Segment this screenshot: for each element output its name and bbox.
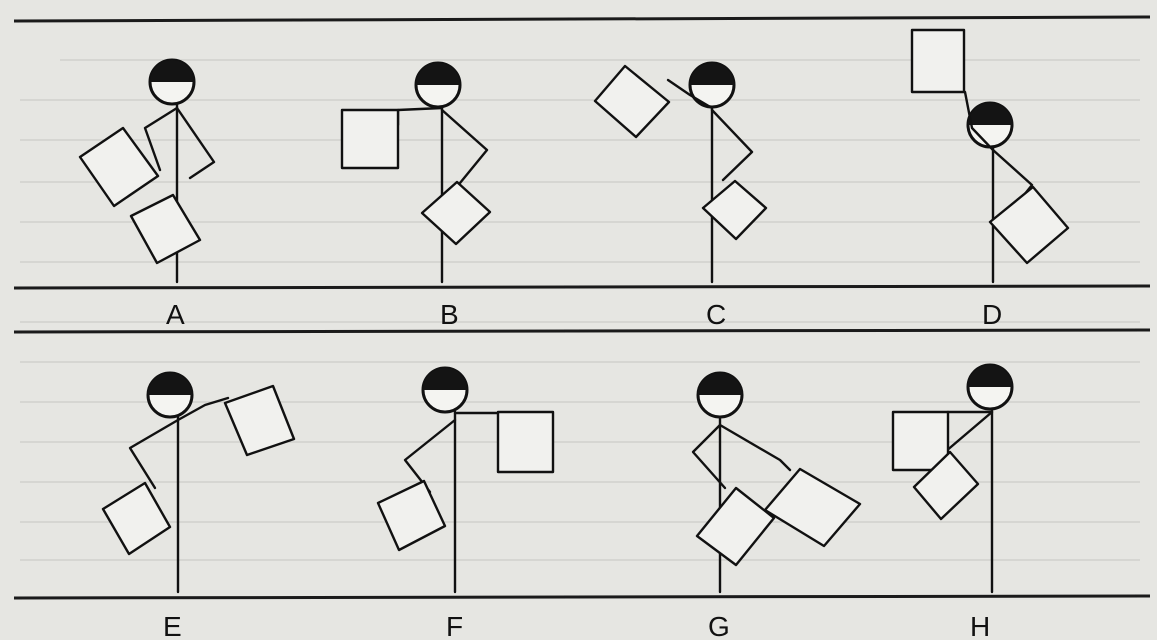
semaphore-figure-c: C (595, 63, 766, 330)
rule-row1-ground (14, 286, 1150, 288)
figure-label-b: B (440, 299, 459, 330)
semaphore-figure-b: B (342, 63, 490, 330)
figure-label-f: F (446, 611, 463, 640)
flag-left (103, 483, 170, 554)
flag-right (131, 195, 200, 263)
flag-right (765, 469, 860, 546)
flag-right (225, 386, 294, 455)
flag-right (990, 187, 1068, 263)
figure-label-g: G (708, 611, 730, 640)
figure-label-c: C (706, 299, 726, 330)
rule-row2-top (14, 330, 1150, 332)
semaphore-figure-f: F (378, 368, 553, 640)
semaphore-figure-h: H (893, 365, 1012, 640)
flag-left (342, 110, 398, 168)
semaphore-figure-g: G (693, 373, 860, 640)
flag-left (378, 481, 445, 550)
flag-left (912, 30, 964, 92)
flag-right (498, 412, 553, 472)
flag-right (422, 182, 490, 244)
flag-left (595, 66, 669, 137)
figure-label-a: A (166, 299, 185, 330)
rule-row2-ground (14, 596, 1150, 598)
figure-label-h: H (970, 611, 990, 640)
rule-top (14, 17, 1150, 21)
figure-label-e: E (163, 611, 182, 640)
flag-left (697, 488, 774, 565)
figure-label-d: D (982, 299, 1002, 330)
semaphore-figure-e: E (103, 373, 294, 640)
